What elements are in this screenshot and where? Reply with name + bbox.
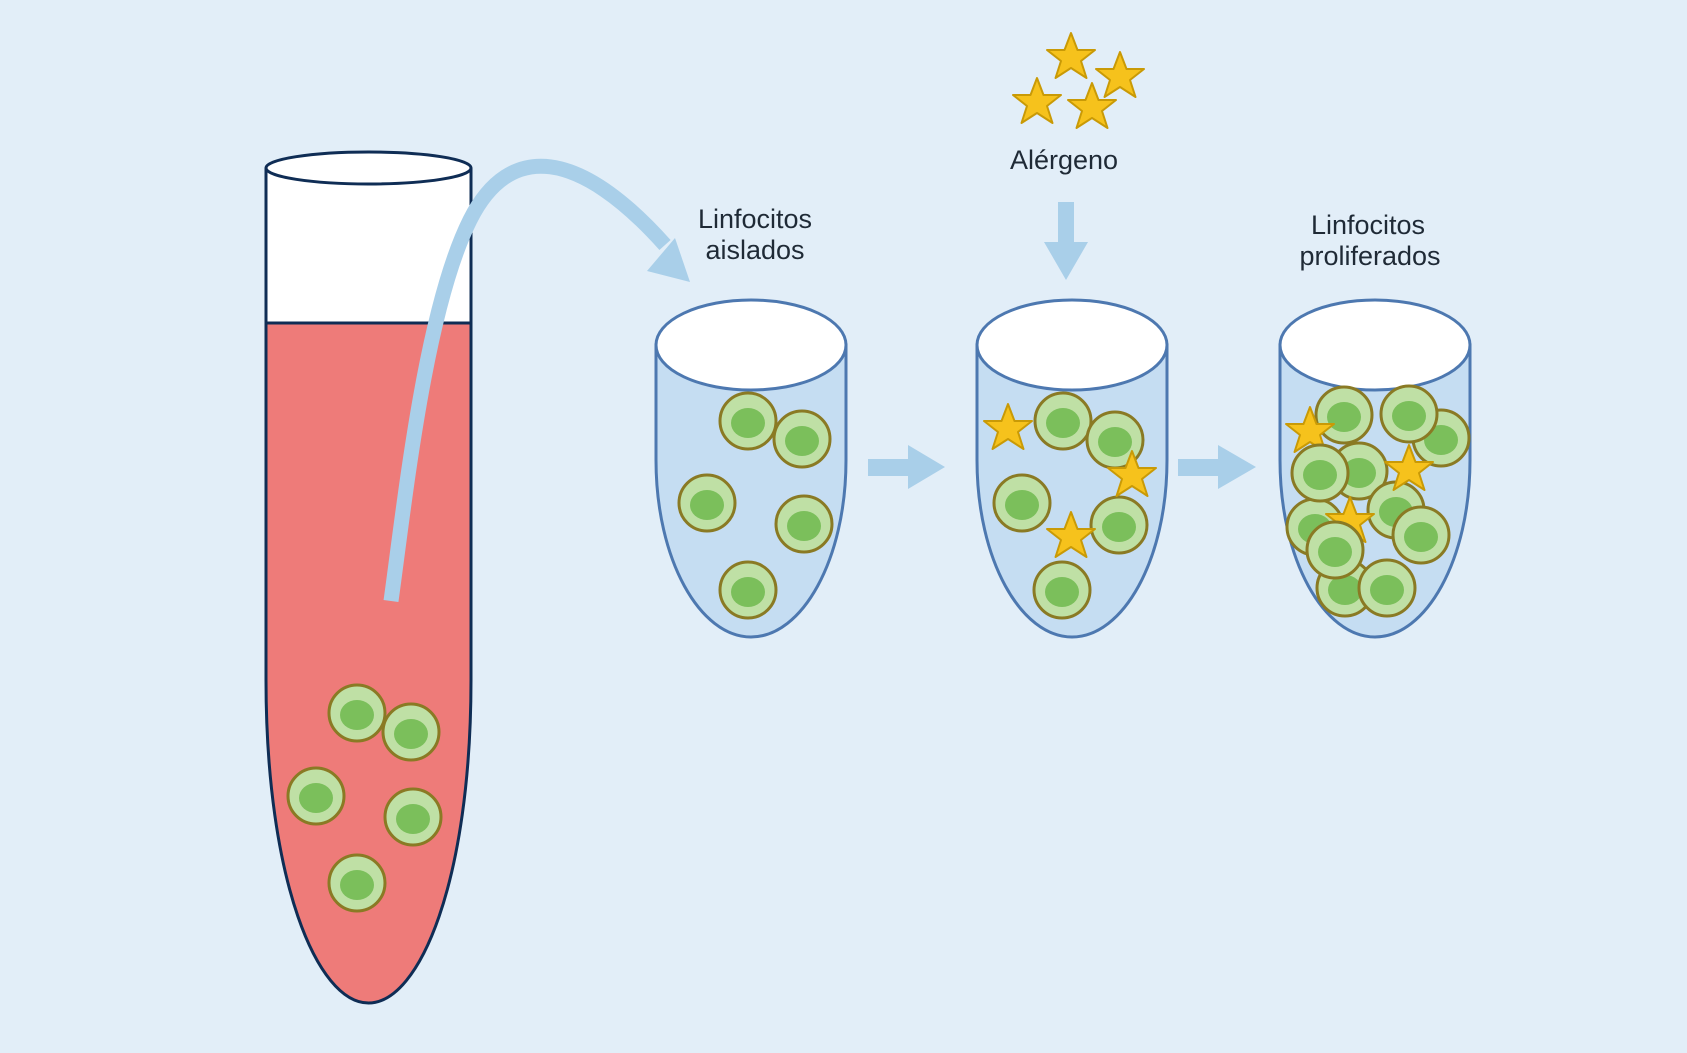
cell (327, 683, 387, 743)
label-allergen: Alérgeno (1010, 145, 1118, 175)
label-isolated-line1: Linfocitos (698, 204, 812, 234)
cell (772, 409, 832, 469)
well-opening (654, 298, 848, 392)
cell (774, 494, 834, 554)
star-icon (1095, 51, 1145, 98)
allergen-arrow (1044, 202, 1088, 280)
tube-opening (264, 150, 473, 186)
cell (327, 853, 387, 913)
label-proliferated-line1: Linfocitos (1311, 210, 1425, 240)
star-icon (1012, 77, 1062, 124)
cell (992, 473, 1052, 533)
allergen-stars (1012, 32, 1145, 129)
cell (1305, 520, 1365, 580)
well-proliferated (1278, 298, 1472, 639)
cell (1033, 391, 1093, 451)
cell (1391, 505, 1451, 565)
cell (718, 560, 778, 620)
cell (383, 787, 443, 847)
well-opening (975, 298, 1169, 392)
tube-empty-section (266, 168, 471, 323)
star-icon (1046, 32, 1096, 79)
label-isolated-line2: aislados (705, 235, 804, 265)
cell (286, 766, 346, 826)
step-arrow-2 (1178, 445, 1256, 489)
cell (677, 473, 737, 533)
cell (1314, 385, 1374, 445)
cell (1290, 443, 1350, 503)
cell (381, 702, 441, 762)
cell (1379, 384, 1439, 444)
cell (1089, 495, 1149, 555)
transfer-arrow (383, 158, 690, 603)
well-with-allergen (975, 298, 1169, 639)
well-opening (1278, 298, 1472, 392)
label-proliferated-line2: proliferados (1299, 241, 1440, 271)
tube-outline (264, 168, 473, 1005)
cell (1357, 558, 1417, 618)
cell (718, 391, 778, 451)
step-arrow-1 (868, 445, 945, 489)
well-isolated (654, 298, 848, 639)
cell (1032, 560, 1092, 620)
